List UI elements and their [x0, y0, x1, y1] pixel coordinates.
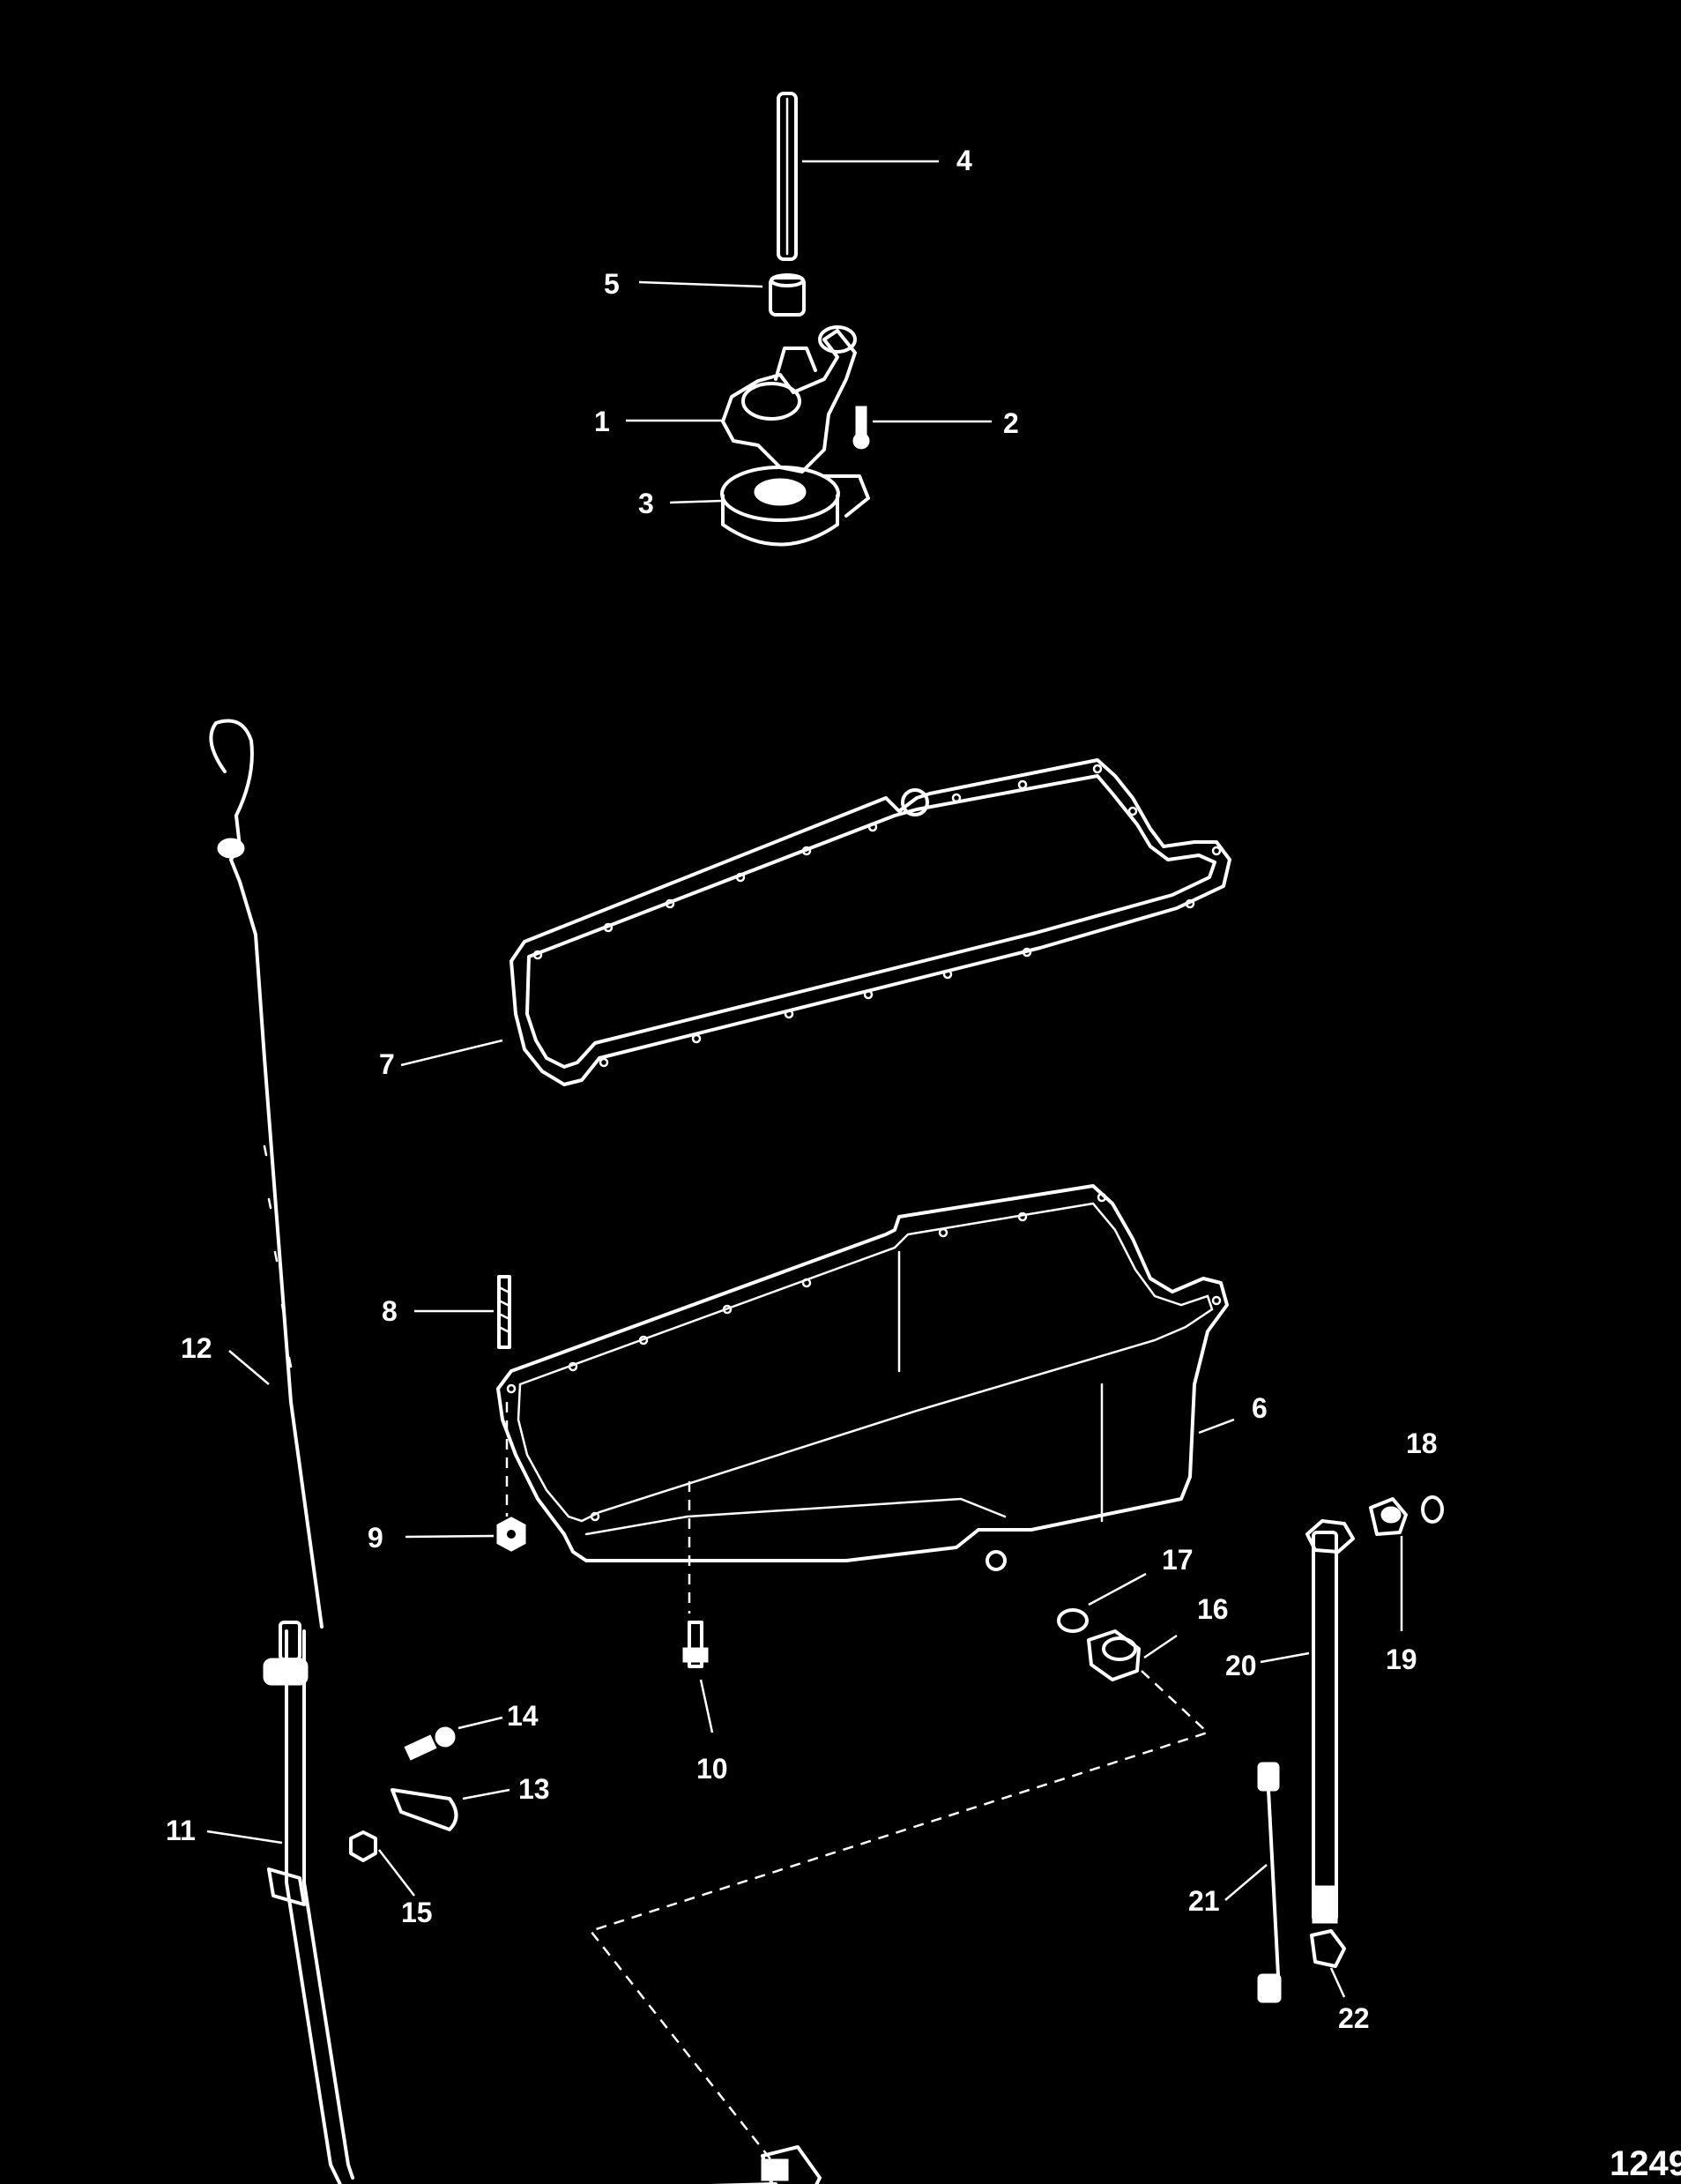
callout-21: 21	[1188, 1885, 1220, 1917]
callout-22: 22	[1338, 2002, 1370, 2034]
part-12-dipstick	[209, 719, 324, 1629]
callout-4: 4	[956, 145, 972, 176]
part-15-nut	[349, 1830, 377, 1862]
callouts: 4 5 1 2 3 7 8 12 6 9 18 17 16 20 19 14 1…	[166, 145, 1438, 2034]
part-18-washer	[1421, 1495, 1444, 1524]
callout-10: 10	[696, 1753, 728, 1785]
part-8-stud	[497, 1275, 511, 1349]
callout-3: 3	[638, 488, 654, 519]
part-14-clip-bolt	[404, 1726, 456, 1761]
callout-5: 5	[604, 268, 620, 300]
callout-20: 20	[1225, 1650, 1257, 1681]
part-5-shaft-coupling	[769, 273, 806, 317]
callout-1: 1	[594, 406, 610, 437]
callout-15: 15	[401, 1897, 433, 1928]
callout-17: 17	[1162, 1544, 1194, 1576]
callout-18: 18	[1406, 1427, 1438, 1459]
part-1-oil-pump	[721, 325, 857, 473]
part-10-bolt	[682, 1621, 709, 1668]
callout-19: 19	[1386, 1644, 1417, 1675]
figure-number: 1249	[1610, 2144, 1681, 2183]
part-11-dipstick-tube	[263, 1621, 822, 2184]
callout-13: 13	[518, 1773, 550, 1805]
leader-lines	[206, 160, 1403, 1998]
hose-route-dashed	[588, 1670, 1210, 2161]
callout-9: 9	[368, 1522, 383, 1554]
callout-12: 12	[181, 1332, 212, 1364]
part-16-drain-plug	[1087, 1629, 1141, 1681]
part-6-oil-pan	[496, 1184, 1229, 1571]
part-13-clip	[390, 1788, 458, 1831]
part-2-pump-bolt	[852, 406, 870, 450]
callout-7: 7	[379, 1048, 395, 1080]
part-22-cap	[1310, 1929, 1346, 1968]
part-4-pump-shaft	[777, 92, 798, 261]
part-20-drain-hose	[1305, 1519, 1355, 1924]
part-19-fitting	[1369, 1497, 1408, 1536]
part-17-drain-gasket	[1057, 1608, 1089, 1633]
callout-16: 16	[1197, 1593, 1229, 1625]
part-3-pickup-screen	[720, 466, 870, 547]
callout-6: 6	[1252, 1392, 1268, 1424]
part-7-oil-pan-gasket	[510, 758, 1231, 1086]
part-21-lanyard	[1257, 1762, 1282, 2003]
callout-2: 2	[1003, 407, 1019, 439]
callout-11: 11	[166, 1815, 196, 1846]
callout-14: 14	[507, 1700, 539, 1732]
callout-8: 8	[382, 1295, 398, 1327]
part-9-nut	[496, 1517, 526, 1552]
